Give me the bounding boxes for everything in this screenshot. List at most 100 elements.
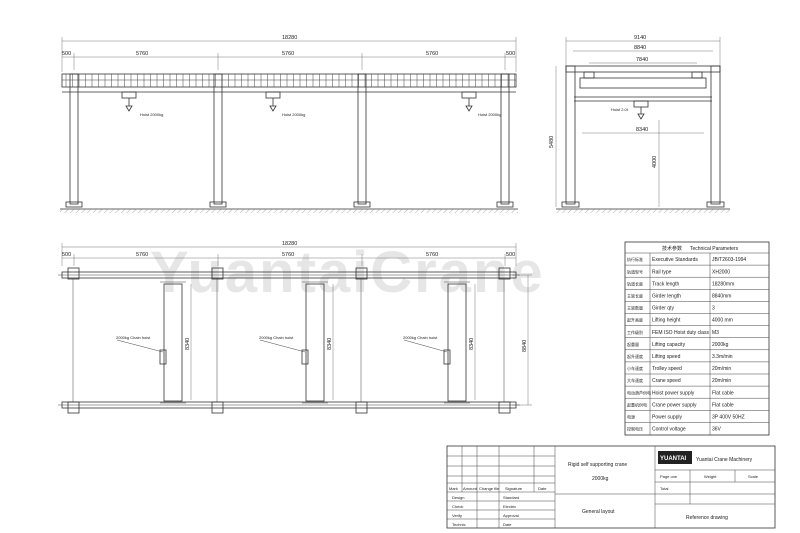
plan-chain-label-2: 2000kg Chain hoist (259, 335, 294, 340)
plan-end-dim-right: 500 (506, 252, 515, 258)
param-row-value: 36V (712, 427, 722, 433)
param-row-value: 20m/min (712, 378, 731, 384)
param-row-cn: 小车速度 (627, 365, 643, 371)
plan-total-depth-dim: 8840 (522, 340, 528, 352)
tb-weight: Weight (704, 474, 717, 479)
elev-hoist-label-1: Hoist 2000kg (140, 112, 163, 117)
param-row-cn: 起升高度 (627, 317, 643, 323)
param-row-label: FEM ISO Hoist duty class (652, 330, 709, 336)
side-hoist-label: Hoist 2.0t (611, 107, 629, 112)
param-row-value: 18280mm (712, 281, 734, 287)
side-view: 9140 8840 7840 Hoist 2.0t 8340 5480 4000 (549, 35, 730, 213)
param-row-cn: 轨道型号 (627, 268, 643, 274)
elev-span-dim-1: 5760 (136, 51, 148, 57)
elev-end-dim-right: 500 (506, 51, 515, 57)
side-dim-8840: 8840 (634, 45, 646, 51)
param-row-value: Flat cable (712, 402, 734, 408)
tb-role-verify: Verify (452, 513, 462, 518)
tb-hdr-signature: Signature (505, 486, 523, 491)
param-row-label: Trolley speed (652, 366, 682, 372)
param-row-cn: 主梁长度 (627, 293, 643, 299)
elev-span-dim-2: 5760 (282, 51, 294, 57)
plan-view: 18280 500 5760 5760 5760 500 (58, 241, 532, 414)
side-dim-7840: 7840 (636, 57, 648, 63)
param-row-label: Lifting capacity (652, 342, 686, 348)
tb-total: Total (660, 486, 669, 491)
tb-drawing: General layout (582, 509, 615, 515)
param-row-label: Crane speed (652, 378, 681, 384)
tb-hdr-mark: Mark (449, 486, 458, 491)
params-title-cn: 技术参数 (662, 245, 682, 252)
front-elevation: 18280 500 5760 5760 5760 500 (60, 35, 518, 213)
params-title: Technical Parameters (690, 246, 739, 252)
tb-role-date: Date (503, 522, 512, 527)
tb-hdr-change-file: Change file (479, 486, 500, 491)
param-row-value: 3P 400V 50HZ (712, 415, 745, 421)
param-row-value: 2000kg (712, 342, 729, 348)
param-row-cn: 起升速度 (627, 353, 643, 359)
tb-role-technic: Technic (452, 522, 466, 527)
param-row-cn: 起重机供电 (627, 401, 647, 407)
tb-role-standard: Standard (503, 495, 519, 500)
param-row-label: Lifting speed (652, 354, 681, 360)
param-row-cn: 执行标准 (627, 256, 643, 262)
elev-span-dim-3: 5760 (426, 51, 438, 57)
plan-depth-dim-3: 8340 (469, 338, 475, 350)
elev-overall-dim: 18280 (282, 35, 297, 41)
param-row-cn: 起重量 (627, 341, 639, 347)
param-row-value: M3 (712, 330, 719, 336)
param-row-value: Flat cable (712, 390, 734, 396)
tb-role-approval: Approval (503, 513, 519, 518)
param-row-value: 8840mm (712, 294, 731, 300)
tb-product: Rigid self supporting crane (568, 462, 627, 468)
elev-hoist-label-3: Hoist 2000kg (478, 112, 501, 117)
param-row-value: 3 (712, 306, 715, 312)
tb-scale: Scale (748, 474, 759, 479)
tb-reference: Reference drawing (686, 515, 728, 521)
param-row-label: Rail type (652, 269, 672, 275)
tb-role-check: Check (452, 504, 463, 509)
elev-end-dim-left: 500 (62, 51, 71, 57)
param-row-value: 3.3m/min (712, 354, 733, 360)
param-row-value: JB/T2603-1994 (712, 257, 746, 263)
plan-depth-dim-2: 8340 (327, 338, 333, 350)
company-logo-text: YUANTAI (660, 456, 687, 462)
param-row-cn: 轨道长度 (627, 280, 643, 286)
tb-hdr-amount: Amount (463, 486, 478, 491)
tb-role-design: Design (452, 495, 464, 500)
tb-page: Page one (660, 474, 678, 479)
param-row-label: Girder qty (652, 306, 674, 312)
param-row-cn: 工作级别 (627, 329, 643, 335)
param-row-label: Executive Standards (652, 257, 698, 263)
tb-capacity: 2000kg (592, 476, 609, 482)
param-row-label: Crane power supply (652, 402, 697, 408)
param-row-label: Control voltage (652, 427, 686, 433)
param-row-cn: 电动葫芦供电 (627, 389, 651, 395)
param-row-label: Power supply (652, 415, 683, 421)
param-row-label: Girder length (652, 294, 681, 300)
plan-depth-dim-1: 8340 (185, 338, 191, 350)
param-row-cn: 大车速度 (627, 377, 643, 383)
plan-span-dim-1: 5760 (136, 252, 148, 258)
title-block: Mark Amount Change file Signature Date D… (446, 445, 776, 529)
elev-hoist-label-2: Hoist 2000kg (282, 112, 305, 117)
side-dim-5480: 5480 (549, 136, 555, 148)
param-row-cn: 电源 (627, 414, 635, 420)
plan-overall-dim: 18280 (282, 241, 297, 247)
param-row-value: 4000 mm (712, 318, 733, 324)
plan-chain-label-1: 2000kg Chain hoist (116, 335, 151, 340)
tb-hdr-date: Date (538, 486, 547, 491)
plan-end-dim-left: 500 (62, 252, 71, 258)
side-dim-8340: 8340 (636, 127, 648, 133)
technical-parameters-table: 技术参数 Technical Parameters 执行标准 Executive … (624, 241, 770, 436)
company-logo (658, 451, 692, 464)
plan-span-dim-3: 5760 (426, 252, 438, 258)
param-row-cn: 主梁数量 (627, 305, 643, 311)
plan-chain-label-3: 2000kg Chain hoist (403, 335, 438, 340)
param-row-label: Hoist power supply (652, 390, 695, 396)
param-row-cn: 控制电压 (627, 426, 643, 432)
param-row-value: XH2000 (712, 269, 730, 275)
param-row-label: Track length (652, 281, 680, 287)
side-dim-4000: 4000 (652, 156, 658, 168)
